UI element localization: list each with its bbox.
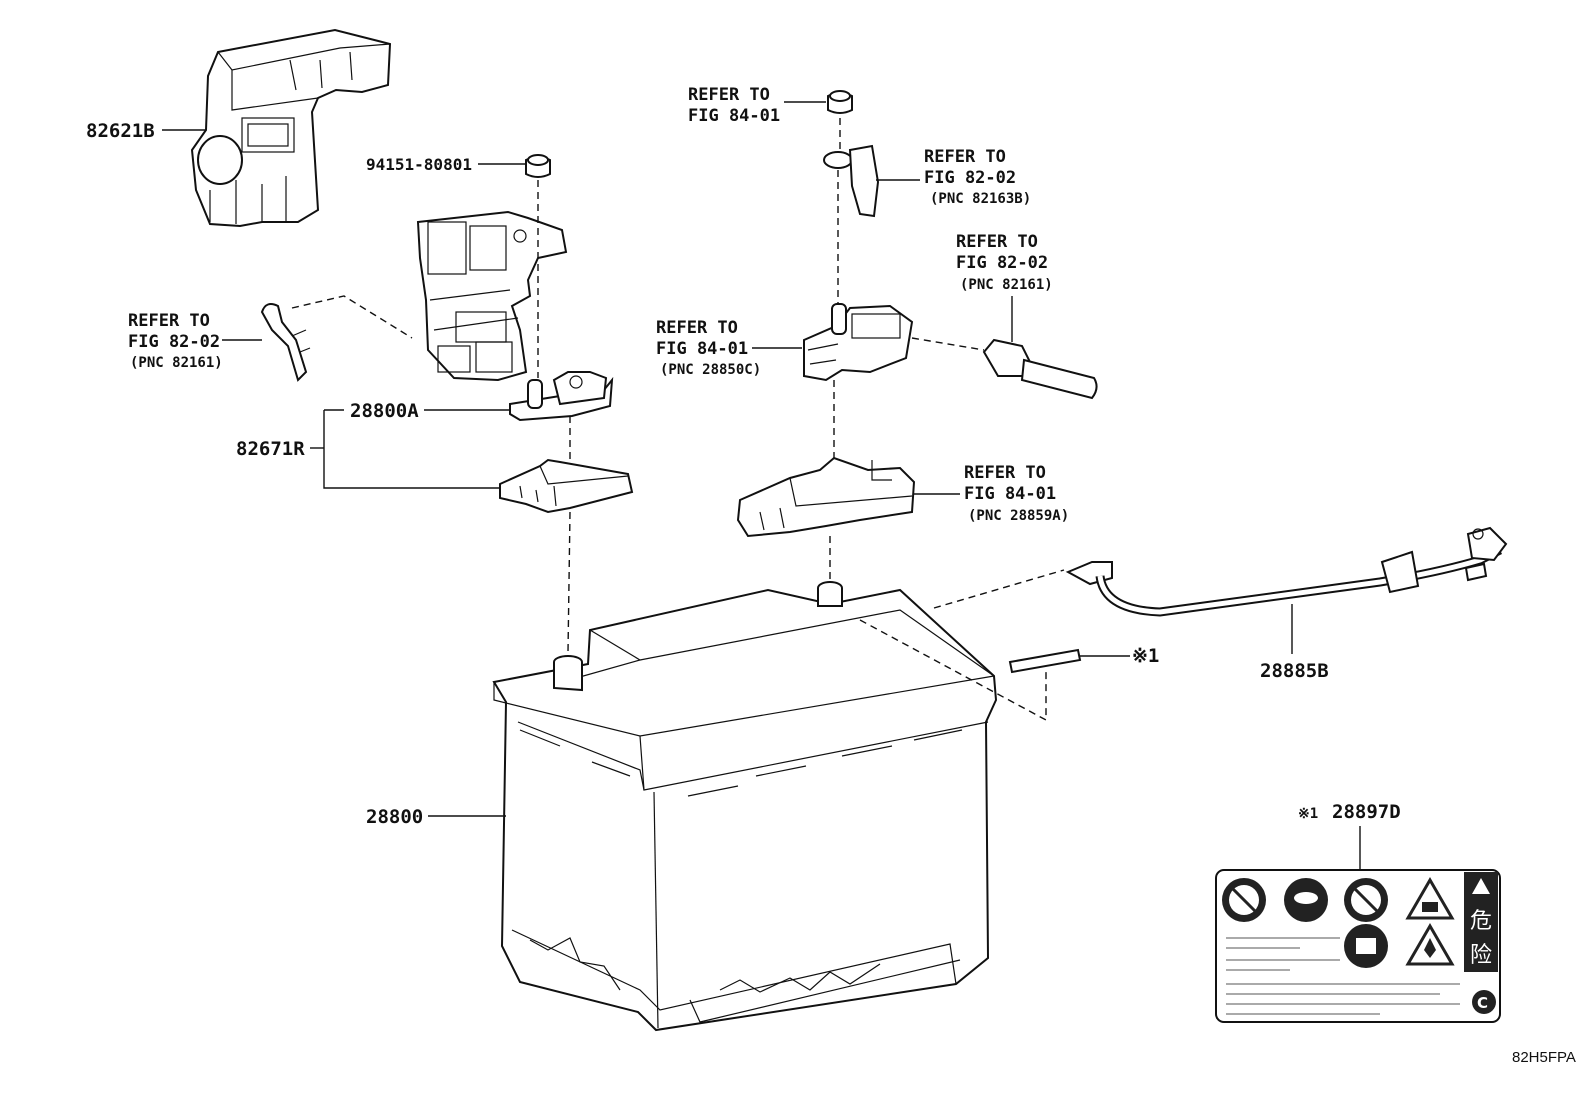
part-number-82671R: 82671R [236,438,305,460]
no-fire-icon [1222,878,1266,922]
vent-hose-28885B [1065,526,1508,617]
ref-cover-line2: FIG 84-01 [964,484,1056,504]
terminal-cover-28859A [736,456,916,538]
part-number-82621B: 82621B [86,120,155,142]
ref-terminal-line1: REFER TO [656,318,738,338]
part-number-28885B: 28885B [1260,660,1329,682]
ref-top-cable-line2: FIG 82-02 [924,168,1016,188]
ref-left-cable-pnc: (PNC 82161) [130,355,223,371]
left-cable-82161 [260,303,311,382]
part-number-28800A: 28800A [350,400,419,422]
top-cable-82163B [823,144,880,218]
ref-left-cable-line1: REFER TO [128,311,210,331]
nut-94151 [525,154,551,178]
keep-children-away-icon [1344,878,1388,922]
ref-top-nut-line1: REFER TO [688,85,770,105]
explosion-warning-icon [1405,923,1455,966]
ref-top-cable-pnc: (PNC 82163B) [930,191,1031,207]
ref-right-cable-line2: FIG 82-02 [956,253,1048,273]
part-number-28897D: 28897D [1332,801,1401,823]
ref-cover-line1: REFER TO [964,463,1046,483]
caution-kanji-top: 危 [1470,909,1492,934]
figure-code: 82H5FPA [1512,1049,1576,1066]
ref-terminal-pnc: (PNC 28850C) [660,362,761,378]
note-mark-28897D: ※1 [1298,806,1318,822]
nut-top [827,90,853,114]
acid-warning-icon [1405,877,1455,920]
fuse-box-82621B [190,28,392,228]
ref-top-nut-line2: FIG 84-01 [688,106,780,126]
caution-kanji-bottom: 险 [1470,943,1492,968]
part-number-28800: 28800 [366,806,423,828]
terminal-28800A [509,371,614,422]
caution-corner-symbol: C [1477,994,1488,1012]
label-text-lines [1226,937,1460,1015]
right-cable-82161 [982,338,1098,400]
ref-cover-pnc: (PNC 28859A) [968,508,1069,524]
caution-label-28897D: 危 险 C [1215,869,1501,1023]
battery-28800 [492,581,998,1032]
eye-protection-icon [1284,878,1328,922]
ref-right-cable-pnc: (PNC 82161) [960,277,1053,293]
ref-right-cable-line1: REFER TO [956,232,1038,252]
note-mark-1: ※1 [1132,645,1159,667]
positive-terminal-28850C [803,303,914,382]
part-number-94151-80801: 94151-80801 [366,155,472,174]
ref-left-cable-line2: FIG 82-02 [128,332,220,352]
ref-top-cable-line1: REFER TO [924,147,1006,167]
ref-terminal-line2: FIG 84-01 [656,339,748,359]
read-manual-icon [1344,924,1388,968]
terminal-cover-82671R [499,458,634,514]
fuse-block [416,210,568,382]
